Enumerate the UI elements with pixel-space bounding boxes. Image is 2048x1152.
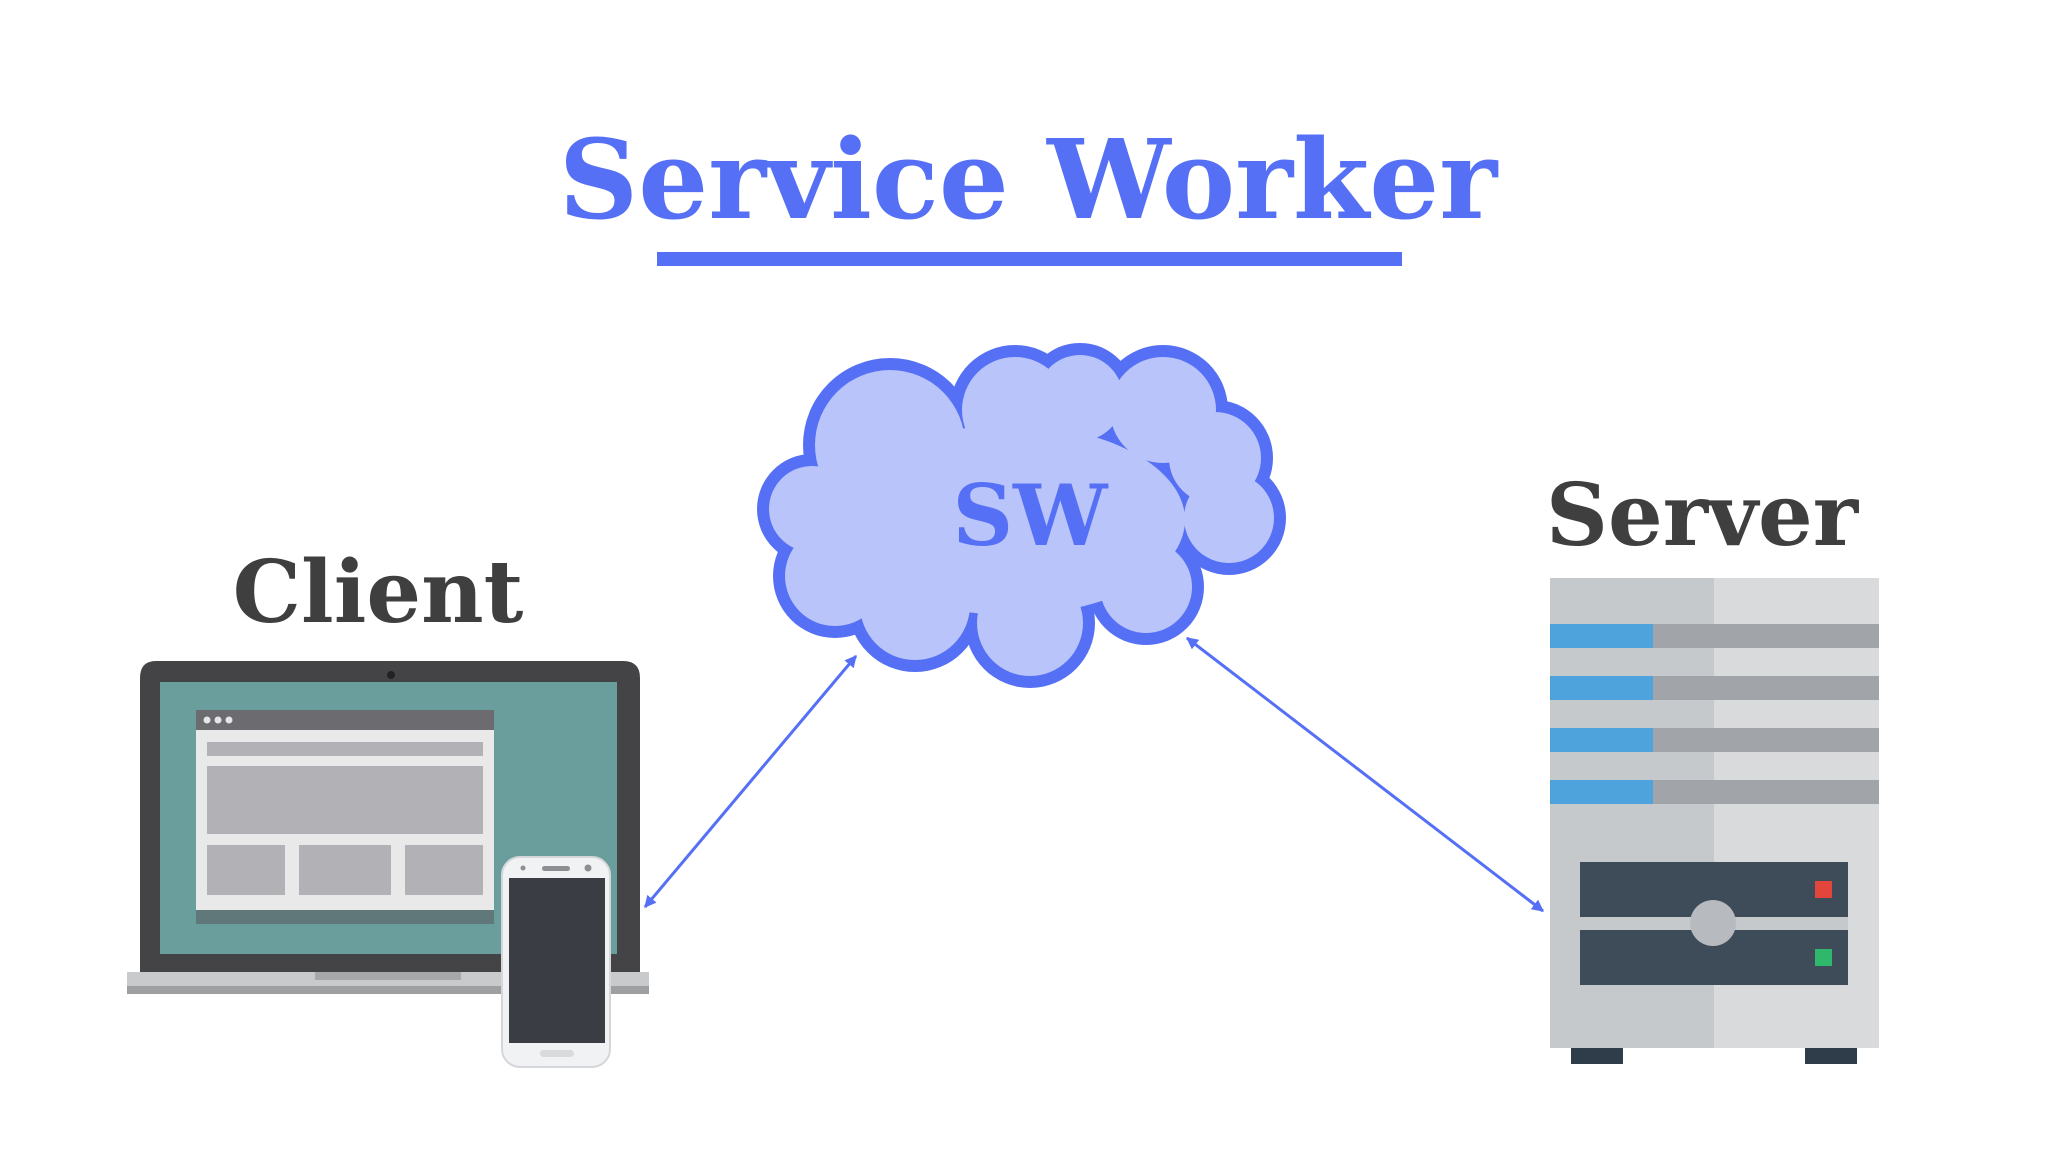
server-label: Server bbox=[1546, 465, 1860, 566]
browser-window-icon bbox=[196, 710, 494, 924]
status-led-red bbox=[1815, 881, 1832, 898]
laptop-icon bbox=[127, 661, 649, 994]
cloud-icon bbox=[757, 343, 1286, 688]
server-drive-bays bbox=[1550, 624, 1879, 804]
status-led-green bbox=[1815, 949, 1832, 966]
cloud-label: SW bbox=[953, 466, 1110, 565]
cloud-server-connection-arrow bbox=[1186, 636, 1544, 913]
client-label: Client bbox=[233, 542, 524, 643]
diagram-title: Service Worker bbox=[559, 115, 1499, 244]
server-power-button bbox=[1690, 900, 1736, 946]
title-underline bbox=[657, 252, 1402, 266]
server-tower-icon bbox=[1550, 578, 1879, 1064]
phone-icon bbox=[501, 856, 611, 1068]
client-cloud-connection-arrow bbox=[643, 655, 858, 908]
